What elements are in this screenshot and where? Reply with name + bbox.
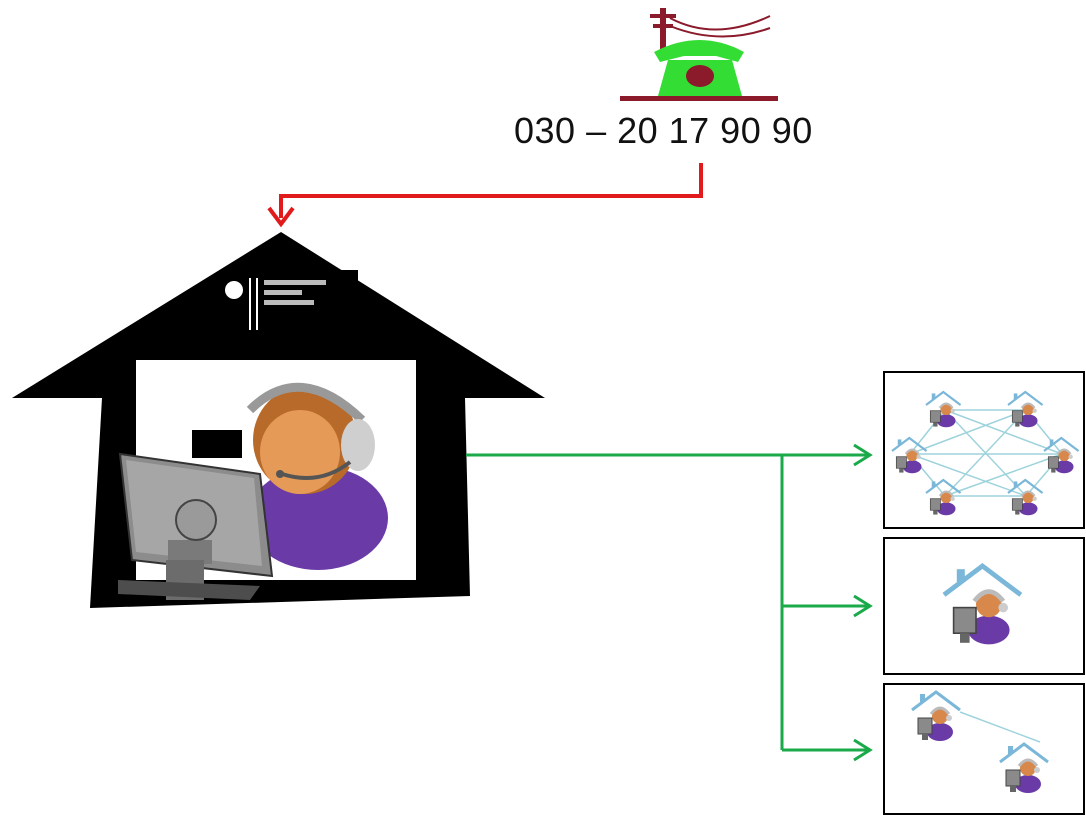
headset-agent-icon bbox=[118, 382, 388, 600]
two-agents-icon bbox=[883, 683, 1085, 815]
network-of-agents-icon bbox=[883, 371, 1085, 529]
incoming-call-arrow bbox=[267, 163, 703, 228]
telephone-icon bbox=[620, 8, 778, 101]
hotline-phone-number: 030 – 20 17 90 90 bbox=[514, 110, 813, 151]
outgoing-arrows bbox=[466, 443, 873, 762]
single-agent-icon bbox=[883, 537, 1085, 675]
institution-logo bbox=[220, 270, 358, 334]
